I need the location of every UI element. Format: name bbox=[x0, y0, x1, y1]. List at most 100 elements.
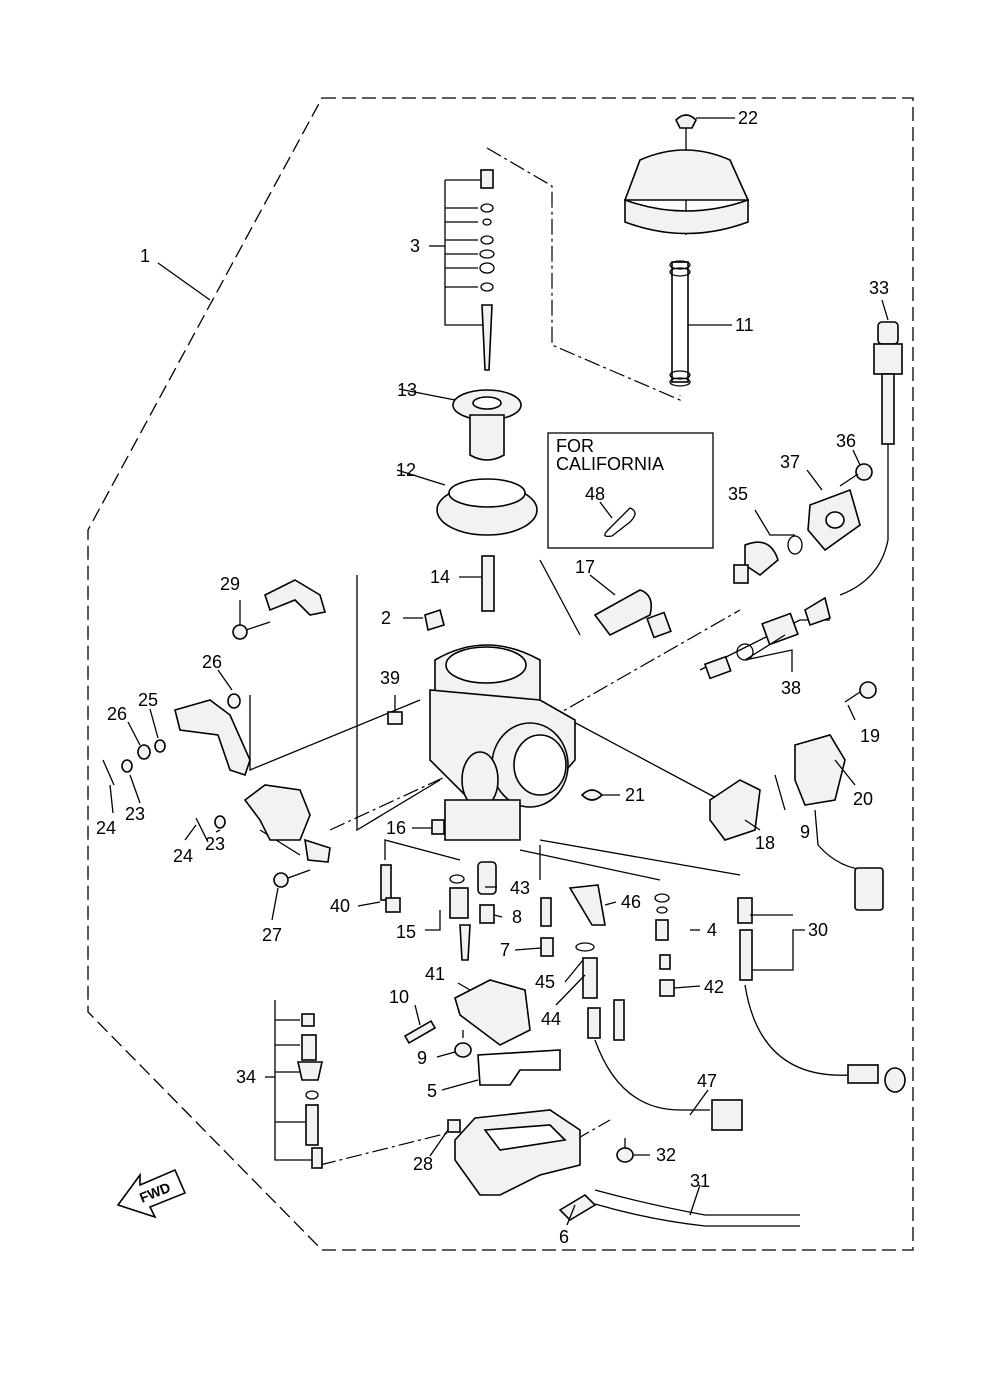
top-cap bbox=[623, 149, 750, 235]
part-15-pilot-screw bbox=[449, 874, 471, 961]
callout-22: 22 bbox=[738, 108, 758, 128]
callout-7: 7 bbox=[500, 940, 510, 960]
fwd-arrow-icon: FWD bbox=[116, 1168, 187, 1219]
part-27-screw bbox=[273, 869, 311, 888]
callout-36: 36 bbox=[836, 431, 856, 451]
part-16-jet bbox=[431, 819, 445, 835]
part-6-drain-screw bbox=[558, 1193, 597, 1222]
callout-38: 38 bbox=[781, 678, 801, 698]
callout-27: 27 bbox=[262, 925, 282, 945]
part-13-piston-valve bbox=[452, 389, 522, 461]
part-24-pin bbox=[102, 759, 115, 786]
callout-26-top: 26 bbox=[202, 652, 222, 672]
part-23-washer bbox=[121, 759, 133, 773]
callout-17: 17 bbox=[575, 557, 595, 577]
callout-11: 11 bbox=[735, 315, 754, 335]
callout-9-lower: 9 bbox=[417, 1048, 427, 1068]
part-37-cover bbox=[807, 488, 861, 552]
callout-40: 40 bbox=[330, 896, 350, 916]
part-38-starter-plunger bbox=[703, 596, 831, 680]
part-25-collar bbox=[154, 739, 166, 753]
callout-46: 46 bbox=[621, 892, 641, 912]
callout-leaders bbox=[109, 117, 889, 1226]
float-bowl bbox=[454, 1109, 581, 1196]
callout-6: 6 bbox=[559, 1227, 569, 1247]
callout-23-left: 23 bbox=[125, 804, 145, 824]
callout-15: 15 bbox=[396, 922, 416, 942]
callout-8: 8 bbox=[512, 907, 522, 927]
callout-24-right: 24 bbox=[173, 846, 193, 866]
assembly-boundary bbox=[87, 97, 914, 1251]
part-5-gasket bbox=[477, 1049, 561, 1086]
part-9-screw bbox=[454, 1030, 472, 1058]
callout-41: 41 bbox=[425, 964, 445, 984]
part-14-needle-jet bbox=[481, 555, 495, 612]
part-26-washer-2 bbox=[137, 744, 151, 760]
callout-39: 39 bbox=[380, 668, 400, 688]
callout-29: 29 bbox=[220, 574, 240, 594]
callout-1: 1 bbox=[140, 246, 150, 266]
part-44-valve bbox=[575, 942, 598, 999]
part-2-plug bbox=[424, 608, 445, 632]
part-7-jet bbox=[540, 937, 554, 957]
part-20-sensor bbox=[794, 734, 884, 911]
part-8-jet bbox=[479, 904, 495, 924]
part-35-diaphragm bbox=[733, 535, 803, 584]
callout-10: 10 bbox=[389, 987, 409, 1007]
callout-37: 37 bbox=[780, 452, 800, 472]
part-19-screw bbox=[844, 681, 877, 703]
jet-tube bbox=[540, 897, 552, 927]
part-10-pin bbox=[403, 1019, 437, 1045]
callout-26-left: 26 bbox=[107, 704, 127, 724]
callout-32: 32 bbox=[656, 1145, 676, 1165]
callout-19: 19 bbox=[860, 726, 880, 746]
part-28-oring bbox=[447, 1119, 461, 1133]
part-26-washer bbox=[227, 693, 241, 709]
callout-12: 12 bbox=[396, 460, 416, 480]
callout-33: 33 bbox=[869, 278, 889, 298]
callout-23-right: 23 bbox=[205, 834, 225, 854]
carburetor-body bbox=[429, 644, 576, 841]
callout-2: 2 bbox=[381, 608, 391, 628]
part-11-spring bbox=[669, 260, 691, 387]
callout-47: 47 bbox=[697, 1071, 717, 1091]
callout-34: 34 bbox=[236, 1067, 256, 1087]
callout-35: 35 bbox=[728, 484, 748, 504]
note-line-2: CALIFORNIA bbox=[556, 454, 664, 474]
callout-42: 42 bbox=[704, 977, 724, 997]
part-43-collar bbox=[477, 861, 497, 895]
part-39-screw bbox=[387, 711, 403, 725]
part-41-float bbox=[454, 979, 531, 1046]
callout-3: 3 bbox=[410, 236, 420, 256]
throttle-lever bbox=[174, 699, 251, 777]
part-21-plug bbox=[580, 789, 604, 801]
part-12-diaphragm bbox=[436, 478, 538, 536]
part-42-spring bbox=[659, 979, 675, 997]
callout-48: 48 bbox=[585, 484, 605, 504]
part-33-starter-cable bbox=[839, 321, 903, 596]
callout-45: 45 bbox=[535, 972, 555, 992]
callout-labels: 1 2 3 4 5 6 7 8 9 9 10 11 12 13 14 15 16… bbox=[96, 108, 889, 1247]
callout-4: 4 bbox=[707, 920, 717, 940]
callout-24-left: 24 bbox=[96, 818, 116, 838]
part-47-sensor-cable bbox=[587, 999, 743, 1131]
part-3-needle-set bbox=[479, 169, 495, 371]
callout-30: 30 bbox=[808, 920, 828, 940]
throttle-cam bbox=[243, 784, 331, 863]
part-46-bracket bbox=[568, 884, 606, 926]
callout-43: 43 bbox=[510, 878, 530, 898]
part-32-screw bbox=[616, 1138, 634, 1163]
part-34-screw-set bbox=[297, 1013, 323, 1169]
callout-21: 21 bbox=[625, 785, 645, 805]
callout-9-right: 9 bbox=[800, 822, 810, 842]
part-4-screw-set bbox=[654, 893, 671, 970]
part-30-cable bbox=[737, 897, 906, 1093]
callout-18: 18 bbox=[755, 833, 775, 853]
california-note-box: FOR CALIFORNIA bbox=[547, 432, 714, 549]
callout-5: 5 bbox=[427, 1081, 437, 1101]
callout-14: 14 bbox=[430, 567, 450, 587]
note-line-1: FOR bbox=[556, 436, 594, 456]
part-24-pin-2 bbox=[195, 817, 209, 843]
part-18-plate bbox=[709, 779, 761, 841]
